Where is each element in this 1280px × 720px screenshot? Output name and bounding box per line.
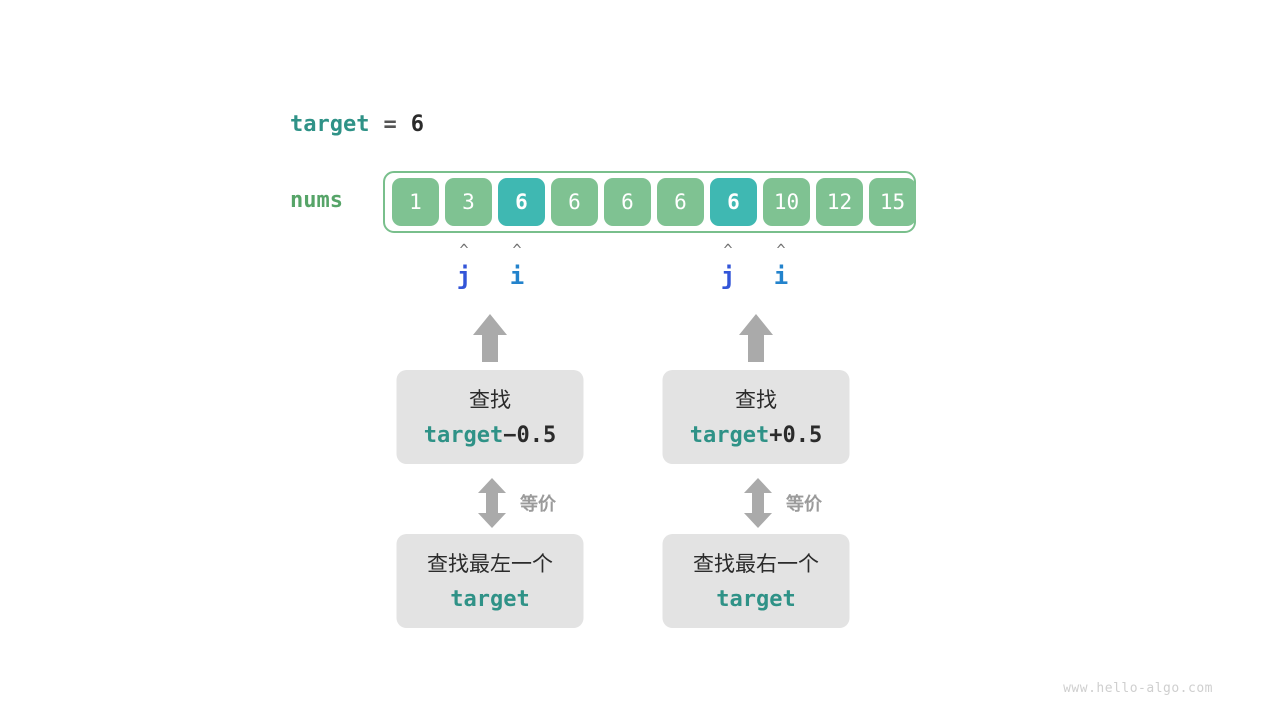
array-cell: 6 xyxy=(604,178,651,226)
expr-sign: + xyxy=(769,423,783,448)
target-value: 6 xyxy=(410,112,424,137)
lower-box-right-line2: target xyxy=(716,587,795,613)
pointer-marker-i-left: ^ i xyxy=(502,241,532,290)
pointer-marker-j-right: ^ j xyxy=(713,241,743,290)
upper-box-right-line1: 查找 xyxy=(735,388,777,412)
arrow-up-right xyxy=(738,313,774,367)
pointer-label-j: j xyxy=(720,262,736,290)
pointer-marker-j-left: ^ j xyxy=(449,241,479,290)
equals-operator: = xyxy=(383,112,397,137)
pointer-marker-i-right: ^ i xyxy=(766,241,796,290)
arrow-double-vertical-icon xyxy=(478,478,506,528)
lower-box-left-target: target xyxy=(450,587,530,612)
equivalence-label-left: 等价 xyxy=(520,494,556,515)
array-cell: 3 xyxy=(445,178,492,226)
lower-box-right-line1: 查找最右一个 xyxy=(693,552,819,576)
pointer-label-i: i xyxy=(509,262,525,290)
arrow-up-left xyxy=(472,313,508,367)
watermark: www.hello-algo.com xyxy=(1063,681,1213,696)
upper-box-right: 查找 target+0.5 xyxy=(662,370,850,464)
pointer-label-j: j xyxy=(456,262,472,290)
nums-label: nums xyxy=(290,188,343,213)
arrow-up-icon xyxy=(739,314,773,362)
array-cell: 1 xyxy=(392,178,439,226)
lower-box-right: 查找最右一个 target xyxy=(662,534,850,628)
upper-box-left: 查找 target−0.5 xyxy=(396,370,584,464)
arrow-up-icon xyxy=(473,314,507,362)
caret-up-icon: ^ xyxy=(512,241,522,259)
array-cell-highlighted: 6 xyxy=(498,178,545,226)
target-variable-name: target xyxy=(290,112,370,137)
array-cell-highlighted: 6 xyxy=(710,178,757,226)
expr-sign: − xyxy=(503,423,517,448)
lower-box-left: 查找最左一个 target xyxy=(396,534,584,628)
array-cell: 10 xyxy=(763,178,810,226)
expr-target: target xyxy=(689,423,770,448)
expr-value: 0.5 xyxy=(516,423,557,448)
caret-up-icon: ^ xyxy=(776,241,786,259)
lower-box-right-target: target xyxy=(716,587,796,612)
equivalence-label-right: 等价 xyxy=(786,494,822,515)
lower-box-left-line2: target xyxy=(450,587,529,613)
array-cell: 12 xyxy=(816,178,863,226)
target-declaration: target = 6 xyxy=(290,112,424,137)
lower-box-left-line1: 查找最左一个 xyxy=(427,552,553,576)
array-cell: 6 xyxy=(551,178,598,226)
pointer-label-i: i xyxy=(773,262,789,290)
upper-box-left-expression: target−0.5 xyxy=(424,423,556,449)
array-cell: 15 xyxy=(869,178,916,226)
nums-array: 1 3 6 6 6 6 6 10 12 15 xyxy=(383,171,916,233)
expr-value: 0.5 xyxy=(782,423,823,448)
caret-up-icon: ^ xyxy=(723,241,733,259)
upper-box-right-expression: target+0.5 xyxy=(690,423,822,449)
caret-up-icon: ^ xyxy=(459,241,469,259)
equivalence-right: 等价 xyxy=(742,477,822,529)
upper-box-left-line1: 查找 xyxy=(469,388,511,412)
array-cell: 6 xyxy=(657,178,704,226)
equivalence-left: 等价 xyxy=(476,477,556,529)
expr-target: target xyxy=(423,423,504,448)
arrow-double-vertical-icon xyxy=(744,478,772,528)
